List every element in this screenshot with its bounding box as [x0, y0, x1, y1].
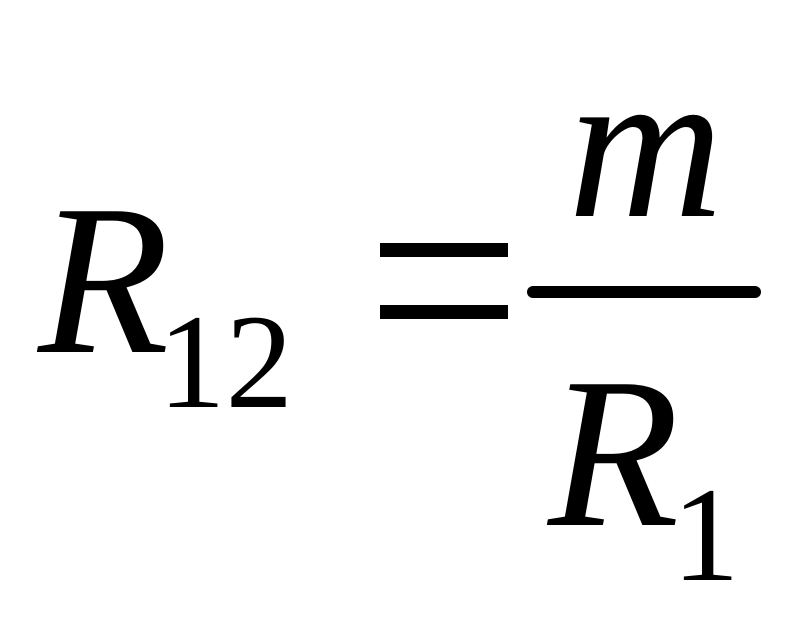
equals-bar-top: [380, 243, 508, 257]
fraction-bar: [527, 286, 761, 298]
lhs-subscript: 12: [158, 288, 293, 437]
equals-bar-bottom: [380, 305, 508, 319]
denominator-variable: R: [548, 333, 680, 572]
denominator-subscript: 1: [672, 461, 740, 610]
lhs-variable: R: [38, 160, 170, 399]
fraction-numerator: m: [568, 24, 724, 263]
equals-sign: [380, 243, 508, 319]
